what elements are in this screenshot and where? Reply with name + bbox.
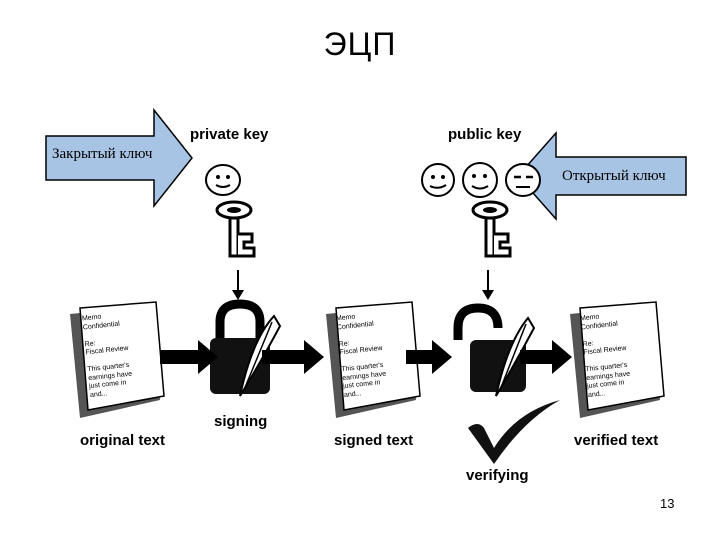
original-to-signing-arrow [160, 340, 218, 374]
recipient-face-3-icon [505, 163, 541, 197]
recipients-faces-icon [421, 162, 541, 198]
private-key-down-arrow [232, 270, 244, 300]
public-key-down-arrow [482, 270, 494, 300]
signing-lock-icon [210, 299, 282, 397]
sender-face-icon [205, 164, 241, 196]
verifying-label: verifying [466, 467, 529, 484]
signing-quill-icon [239, 314, 282, 397]
private-key-label: private key [190, 126, 269, 143]
original-document-icon [70, 301, 165, 418]
signed-document-icon [326, 301, 421, 418]
original-text-label: original text [80, 432, 166, 449]
public-key-callout-arrow [516, 131, 687, 221]
verified-checkmark-icon [468, 400, 560, 464]
verifying-lock-icon [453, 303, 536, 397]
page-number: 13 [660, 496, 675, 511]
private-key-icon [215, 200, 256, 258]
slide-title: ЭЦП [323, 26, 397, 62]
original-document-text: Memo Confidential Re: Fiscal Review This… [81, 313, 133, 399]
private-key-callout-arrow [45, 107, 193, 209]
recipient-face-1-icon [421, 163, 455, 197]
signed-to-verifying-arrow [406, 340, 452, 374]
public-key-label: public key [448, 126, 522, 143]
verified-text-label: verified text [574, 432, 659, 449]
public-key-icon [471, 200, 512, 258]
public-key-callout-label: Открытый ключ [562, 168, 666, 184]
private-key-callout-label: Закрытый ключ [52, 146, 153, 162]
verifying-to-verified-arrow [520, 340, 572, 374]
verifying-quill-icon [495, 316, 536, 397]
verified-document-text: Memo Confidential Re: Fiscal Review This… [579, 313, 631, 399]
recipient-face-2-icon [462, 162, 498, 198]
signed-document-text: Memo Confidential Re: Fiscal Review This… [335, 313, 387, 399]
signing-label: signing [214, 413, 268, 430]
signing-to-signed-arrow [262, 340, 324, 374]
signed-text-label: signed text [334, 432, 414, 449]
verified-document-icon [570, 301, 665, 418]
